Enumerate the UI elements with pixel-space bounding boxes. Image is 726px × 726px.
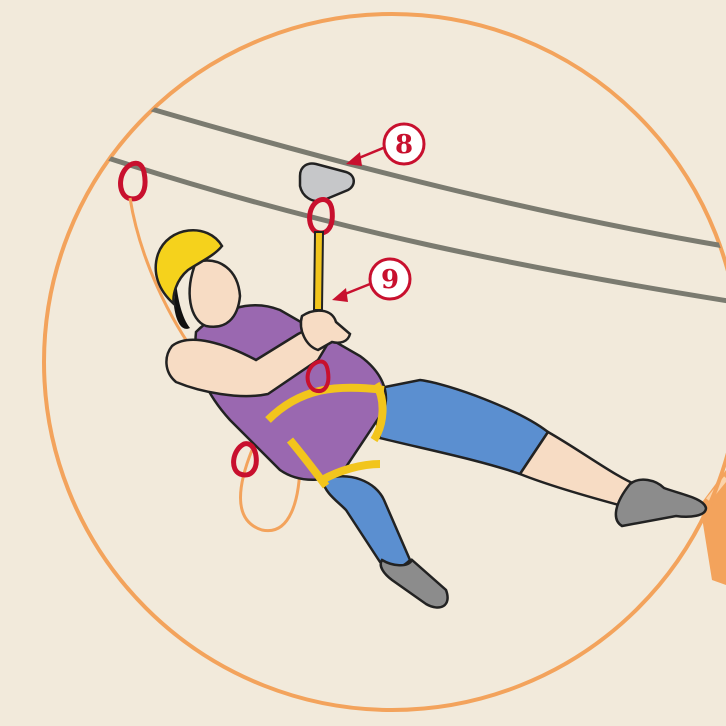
back-leg — [322, 476, 448, 607]
back-shoe-icon — [381, 560, 448, 608]
callout-8-label: 8 — [395, 130, 413, 160]
pulley-icon — [300, 164, 354, 202]
climber-head — [156, 230, 240, 329]
magnifier-ring — [44, 14, 726, 710]
magnifier-handle — [700, 470, 726, 585]
lanyard — [314, 232, 323, 310]
front-leg — [370, 380, 706, 526]
callout-9-label: 9 — [381, 265, 399, 295]
callout-8: 8 — [346, 124, 424, 166]
callout-9: 9 — [332, 259, 410, 302]
upper-cable — [148, 108, 726, 252]
front-shoe-icon — [616, 480, 706, 526]
hands-icon — [301, 311, 350, 350]
safety-carabiner-icon — [121, 163, 146, 199]
